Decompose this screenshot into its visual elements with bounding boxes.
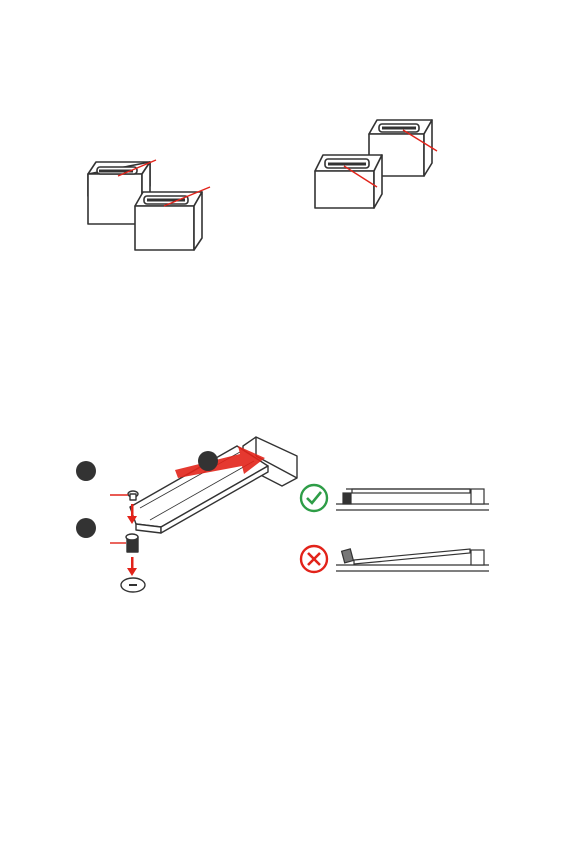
- cross-icon: [301, 546, 327, 572]
- incorrect-install-diagram: [336, 549, 489, 571]
- step-marker-1: [76, 461, 96, 481]
- correct-install-diagram: [336, 489, 489, 510]
- step-marker-3: [198, 451, 218, 471]
- step-marker-2: [76, 518, 96, 538]
- sata-connector-icon: [315, 120, 432, 208]
- check-icon: [301, 485, 327, 511]
- sata-connector-icon: [88, 162, 202, 250]
